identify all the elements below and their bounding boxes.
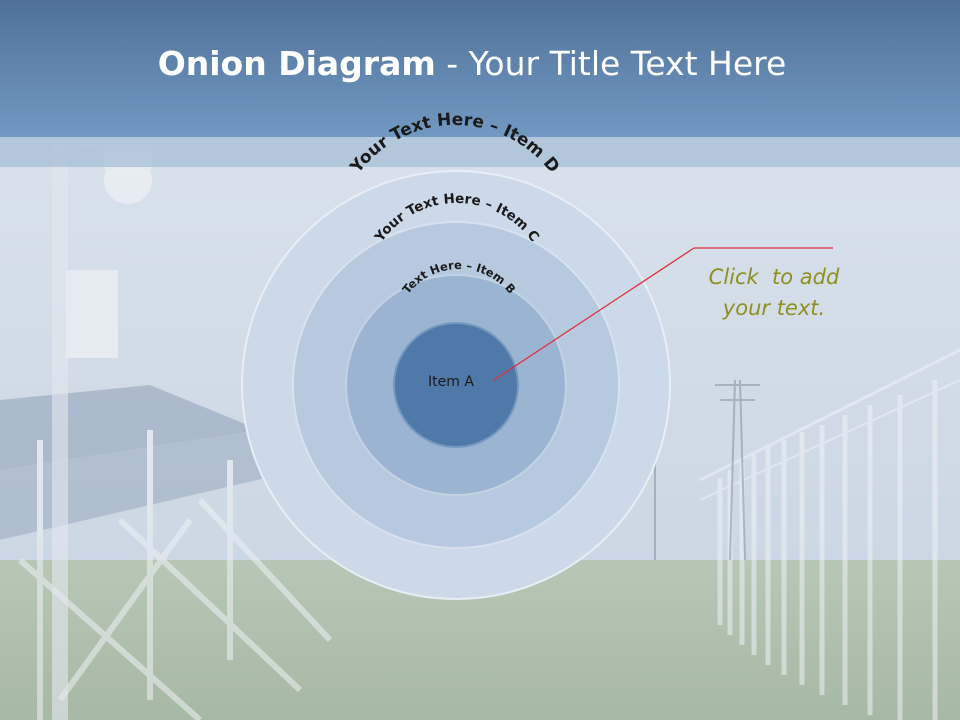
power-pylon (654, 379, 760, 561)
onion-diagram[interactable]: Your Text Here – Item D Your Text Here –… (241, 110, 671, 600)
title-rest: - Your Title Text Here (435, 44, 787, 83)
layer-a-core[interactable] (393, 322, 519, 448)
page-title: Onion Diagram - Your Title Text Here (0, 44, 944, 83)
callout-textbox[interactable]: Click to add your text. (690, 262, 858, 324)
callout-connector (493, 247, 833, 381)
header-bar (0, 0, 960, 137)
layer-a-label: Item A (428, 374, 474, 390)
callout-line-1: Click to add (708, 265, 840, 289)
callout-line-2: your text. (722, 296, 826, 320)
title-bold: Onion Diagram (157, 44, 436, 83)
header-band (0, 137, 960, 167)
perimeter-fence (699, 348, 960, 720)
